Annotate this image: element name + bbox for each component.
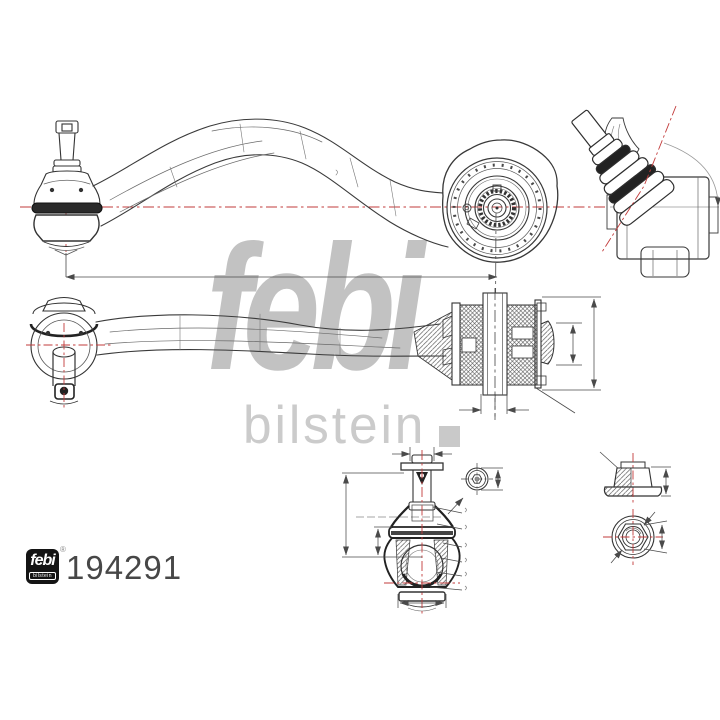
centerline-middle-view (26, 323, 112, 408)
registered-trademark-mark: ® (60, 545, 66, 554)
view-side-ball-stud (571, 109, 675, 226)
centerline-side-view (601, 105, 677, 253)
watermark-square-glyph (439, 426, 460, 447)
view-middle-bushing-section (442, 288, 555, 420)
febi-logo-brand: febi (30, 552, 55, 569)
watermark-bilstein: bilstein (243, 396, 427, 455)
dimension-bushing (459, 296, 601, 414)
dimension-fastener (481, 467, 503, 491)
nut-top-view (603, 509, 663, 565)
dimension-ball-joint-section (342, 447, 464, 608)
febi-logo-sub-brand: bilstein (29, 572, 56, 580)
dimension-top-view (65, 212, 498, 421)
view-top-bushing-eye (441, 139, 559, 263)
nut-side-view (599, 451, 663, 503)
dimension-nut-top (610, 511, 668, 564)
centerline-ball-joint-section (384, 450, 460, 616)
fastener-top-view (461, 463, 493, 495)
view-top-ball-joint (31, 120, 103, 256)
view-middle-arm (95, 311, 453, 381)
view-top-arm (92, 118, 449, 248)
angle-dimension-arc (663, 142, 720, 207)
watermark-febi: febi (206, 208, 425, 407)
febi-logo: febi bilstein (26, 549, 59, 584)
callout-label-marks (464, 507, 467, 591)
dimension-nut-side (651, 466, 671, 497)
part-number: 194291 (66, 549, 183, 586)
